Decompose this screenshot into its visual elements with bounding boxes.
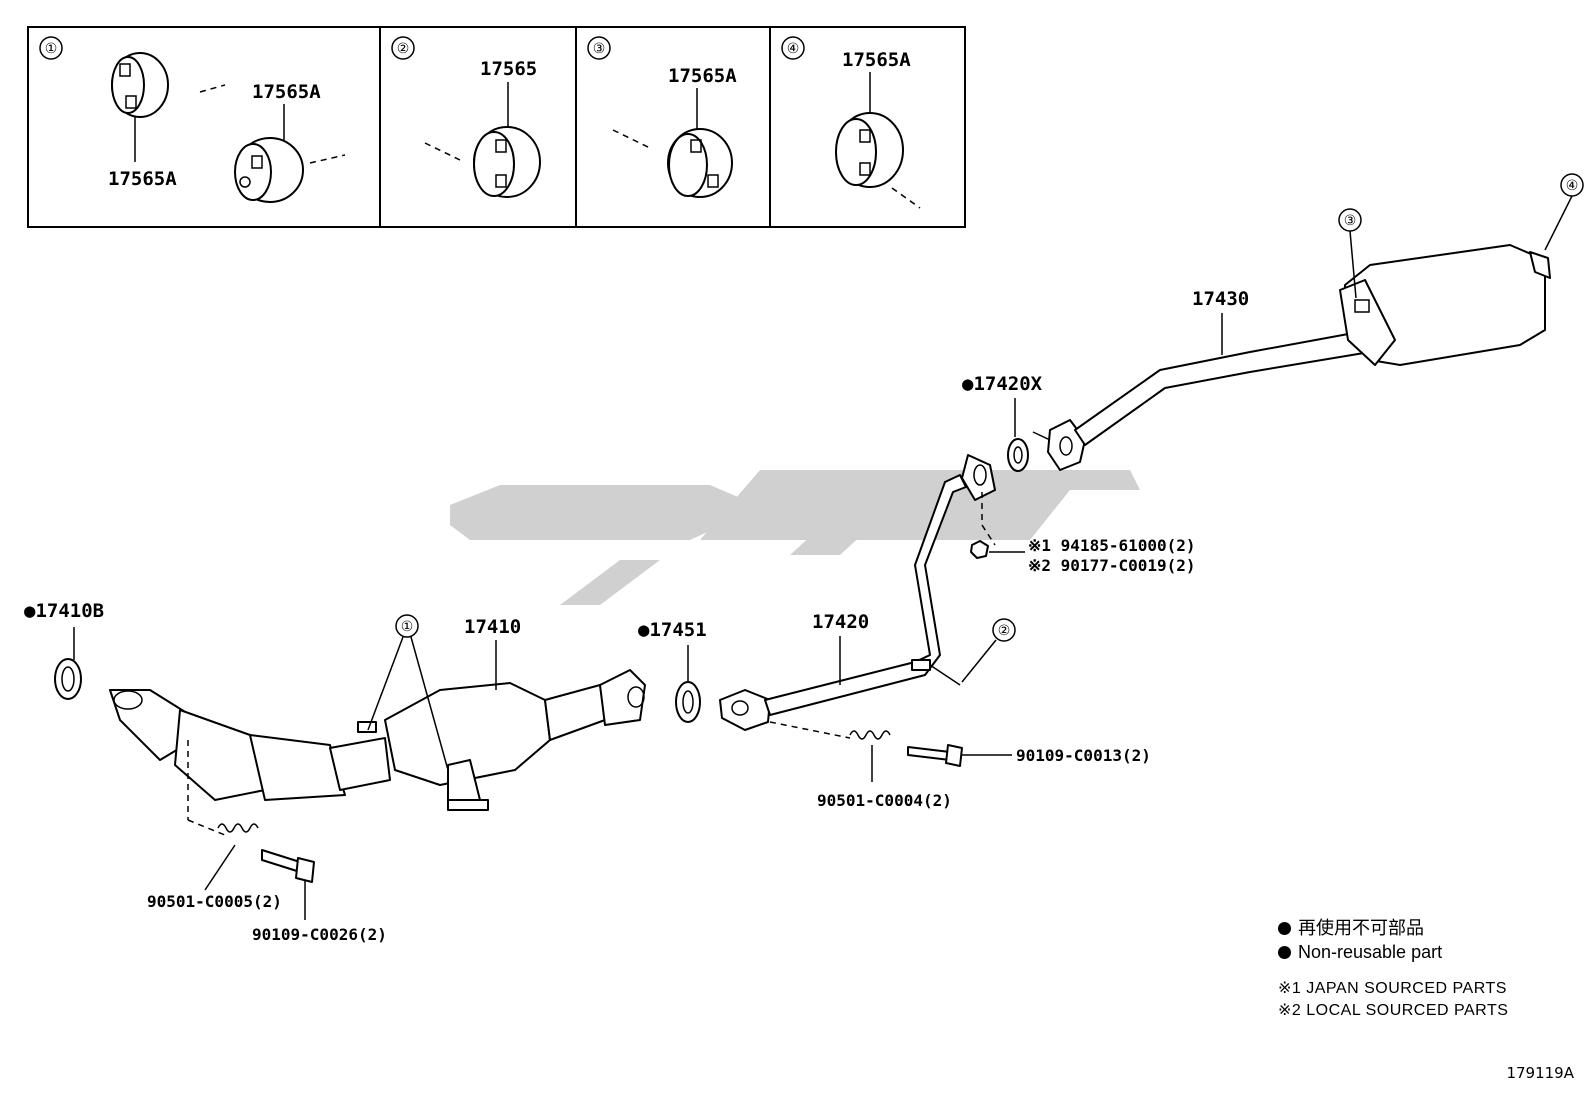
catalog-number: 179119A [1506,1064,1574,1082]
gasket-17420x: ●17420X [962,373,1043,472]
tailpipe-muffler-17430: 17430 [1032,244,1551,471]
label-90501-c0005: 90501-C0005(2) [147,892,282,911]
legend-row-jp: 再使用不可部品 [1278,916,1508,940]
inset-2-label: 17565 [480,58,537,80]
callout-3-number: ③ [1344,213,1357,229]
legend-row-en: Non-reusable part [1278,940,1508,964]
gasket-17410b: ●17410B [24,600,104,700]
label-17410: 17410 [464,616,521,638]
label-90109-c0026: 90109-C0026(2) [252,925,387,944]
label-17410b: ●17410B [24,600,104,622]
inset-3: ③ 17565A [587,36,737,198]
inset-4-number: ④ [787,41,800,57]
hanger-rubber-icon [835,112,904,188]
inset-3-number: ③ [593,41,606,57]
inset-1-label-b: 17565A [252,81,321,103]
label-90109-c0013: 90109-C0013(2) [1016,746,1151,765]
legend-note1: ※1 JAPAN SOURCED PARTS [1278,980,1507,997]
inset-3-label: 17565A [668,65,737,87]
watermark-logo [450,470,1140,605]
front-pipe-17420: 17420 [719,454,996,731]
inset-4-label: 17565A [842,49,911,71]
callout-4-number: ④ [1566,178,1579,194]
label-note1-part: ※1 94185-61000(2) [1028,536,1196,555]
catalytic-converter-17410: 17410 [109,616,646,811]
inset-1-label-a: 17565A [108,168,177,190]
spring-bolt-middle: 90109-C0013(2) 90501-C0004(2) [769,721,1151,810]
label-90501-c0004: 90501-C0004(2) [817,791,952,810]
label-note2-part: ※2 90177-C0019(2) [1028,556,1196,575]
legend: 再使用不可部品 Non-reusable part ※1 JAPAN SOURC… [1278,916,1508,1022]
label-17430: 17430 [1192,288,1249,310]
label-17420: 17420 [812,611,869,633]
bullet-icon [1278,922,1291,935]
legend-jp: 再使用不可部品 [1298,918,1424,938]
inset-1: ① 17565A 17565A [39,36,346,203]
hanger-rubber-icon [667,128,733,198]
callout-1-number: ① [401,619,414,635]
hanger-rubber-icon [111,52,169,118]
inset-2: ② 17565 [391,36,541,198]
nut-with-notes: ※1 94185-61000(2) ※2 90177-C0019(2) [970,492,1196,575]
label-17420x: ●17420X [962,373,1043,395]
callout-2-number: ② [998,623,1011,639]
callout-3: ③ [1338,208,1362,299]
callout-4: ④ [1544,173,1584,251]
spring-bolt-front: 90501-C0005(2) 90109-C0026(2) [147,740,387,944]
inset-2-number: ② [397,41,410,57]
bullet-icon [1278,946,1291,959]
inset-4: ④ 17565A [781,36,921,209]
gasket-17451: ●17451 [638,619,707,723]
legend-note2: ※2 LOCAL SOURCED PARTS [1278,1002,1509,1019]
inset-1-number: ① [45,41,58,57]
callout-1: ① [367,614,449,771]
legend-en: Non-reusable part [1298,942,1443,962]
hanger-rubber-icon [473,126,541,198]
inset-panel [27,26,966,228]
label-17451: ●17451 [638,619,707,641]
callout-2: ② [961,618,1016,683]
hanger-rubber-icon [234,137,304,203]
